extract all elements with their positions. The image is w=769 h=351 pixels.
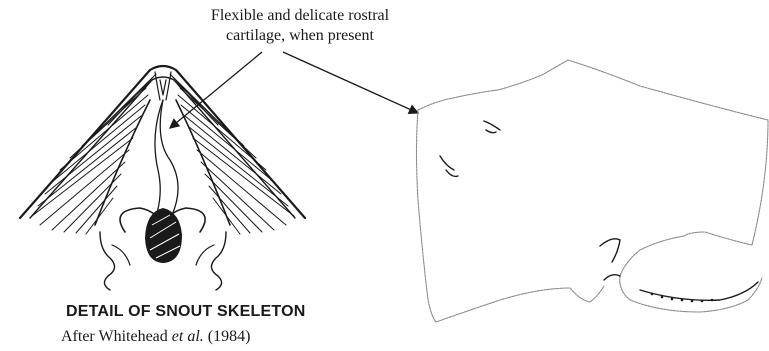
ray-eye-left — [440, 156, 458, 176]
ray-features — [440, 121, 758, 300]
ray-outline-drawing — [417, 60, 769, 322]
ray-tail — [640, 282, 758, 300]
ray-eye-right — [484, 121, 500, 133]
ray-pelvic-fin — [600, 239, 620, 280]
arrow-to-ray-snout — [283, 52, 418, 113]
annotation-arrows — [170, 52, 418, 128]
